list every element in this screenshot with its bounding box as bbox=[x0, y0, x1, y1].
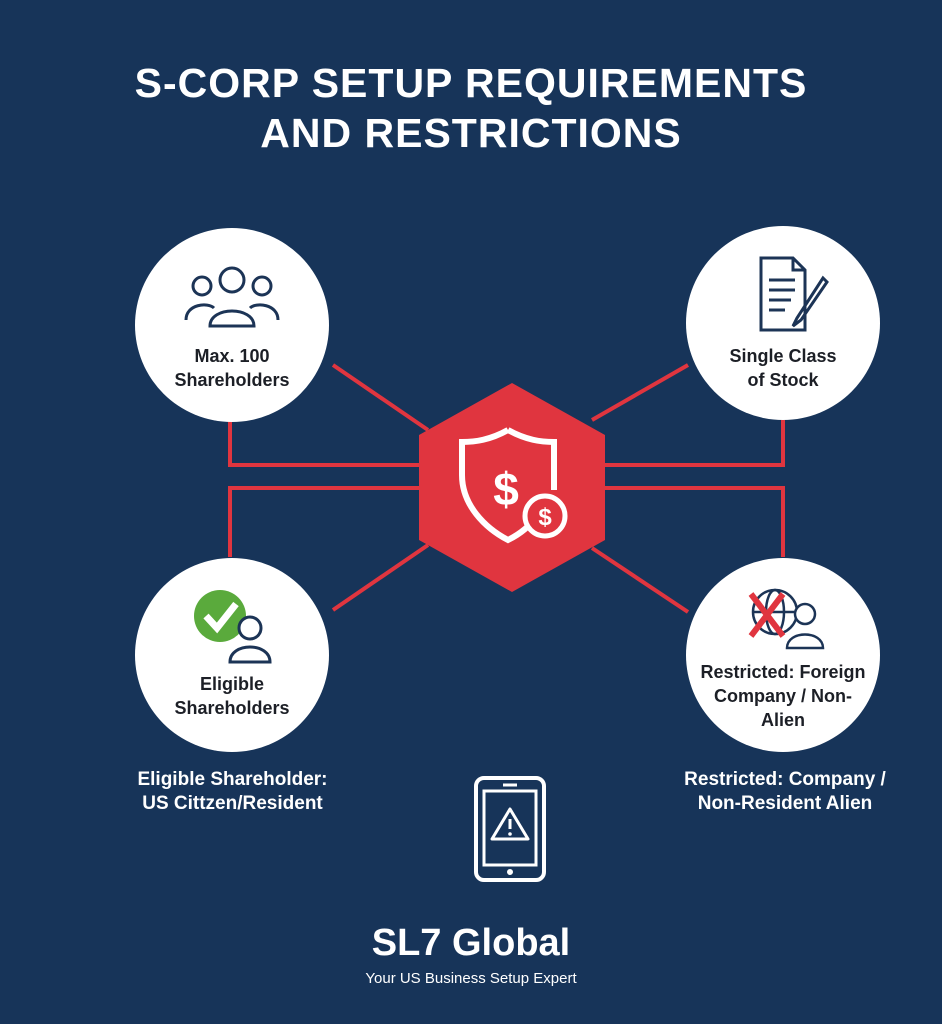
page-title: S-CORP SETUP REQUIREMENTS AND RESTRICTIO… bbox=[0, 58, 942, 158]
caption-line: Restricted: Company / bbox=[684, 769, 886, 790]
node-label-line: Restricted: Foreign bbox=[700, 662, 866, 682]
document-pen-icon bbox=[759, 256, 829, 332]
brand-name: SL7 Global bbox=[371, 922, 571, 964]
node-label-line: of Stock bbox=[747, 370, 819, 390]
node-label-line: Single Class bbox=[729, 346, 837, 366]
people-group-icon bbox=[184, 266, 280, 328]
title-line-1: S-CORP SETUP REQUIREMENTS bbox=[134, 60, 808, 106]
connector-bottom-right bbox=[600, 486, 785, 557]
node-label-line: Shareholders bbox=[174, 370, 290, 390]
brand-tagline: Your US Business Setup Expert bbox=[365, 970, 577, 987]
connector-bottom-left bbox=[228, 486, 425, 557]
caption-eligible: Eligible Shareholder: US Cittzen/Residen… bbox=[120, 768, 345, 816]
caption-line: US Cittzen/Resident bbox=[142, 793, 323, 814]
check-person-icon bbox=[194, 590, 272, 664]
globe-cross-person-icon bbox=[748, 588, 825, 650]
node-label-line: Company / Non- bbox=[714, 686, 852, 706]
caption-line: Eligible Shareholder: bbox=[137, 769, 328, 790]
node-label-line: Shareholders bbox=[174, 698, 290, 718]
caption-restricted: Restricted: Company / Non-Resident Alien bbox=[670, 768, 900, 816]
connector-top-left bbox=[228, 420, 425, 467]
node-label-line: Max. 100 bbox=[194, 346, 270, 366]
node-label-line: Alien bbox=[760, 710, 805, 730]
node-max-shareholders: Max. 100 Shareholders bbox=[135, 228, 329, 422]
title-line-2: AND RESTRICTIONS bbox=[260, 110, 682, 156]
connector-top-right bbox=[600, 420, 785, 467]
node-restricted: Restricted: Foreign Company / Non- Alien bbox=[686, 558, 880, 752]
phone-warning-icon bbox=[474, 776, 546, 882]
caption-line: Non-Resident Alien bbox=[697, 793, 873, 814]
node-single-class-stock: Single Class of Stock bbox=[686, 226, 880, 420]
node-label-line: Eligible bbox=[199, 674, 264, 694]
central-hexagon: $ $ bbox=[419, 383, 605, 592]
node-eligible-shareholders: Eligible Shareholders bbox=[135, 558, 329, 752]
svg-text:$: $ bbox=[493, 463, 519, 515]
shield-dollar-icon bbox=[459, 427, 568, 544]
svg-text:$: $ bbox=[538, 504, 552, 531]
